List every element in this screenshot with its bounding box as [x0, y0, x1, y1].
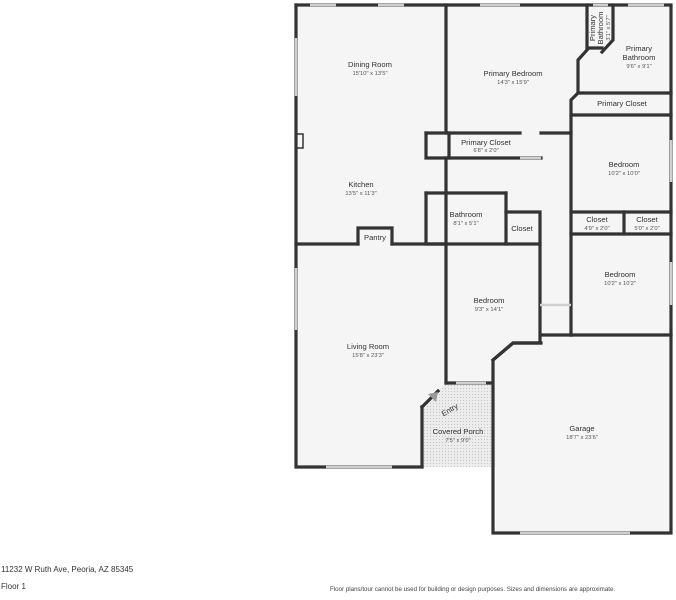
wall-bathroom: [424, 191, 448, 246]
primary-bathroom-name1: Primary: [626, 44, 652, 53]
primary-bathroom-small-name2: Bathroom: [596, 12, 605, 45]
living-room-dims: 15'8" x 23'3": [352, 353, 384, 359]
wall-primary-bath-small: [585, 3, 604, 50]
porch-floor: [422, 383, 491, 467]
wall-bedroom-center-right: [490, 242, 542, 363]
wall-primary-bath-inner: [599, 3, 615, 55]
closet-left-dims: 4'9" x 2'0": [584, 226, 609, 232]
primary-closet-center-name: Primary Closet: [461, 138, 512, 147]
primary-bathroom-dims: 9'6" x 9'1": [626, 64, 651, 70]
bedroom-center-name: Bedroom: [474, 296, 505, 305]
primary-bathroom-name2: Bathroom: [623, 53, 656, 62]
floor-label: Floor 1: [1, 582, 26, 591]
bathroom-dims: 8'1" x 5'1": [453, 221, 478, 227]
garage-name: Garage: [569, 424, 594, 433]
primary-bathroom-small-name1: Primary: [588, 15, 597, 41]
entry-arrow-icon: [428, 392, 438, 402]
primary-bathroom-small-label: Primary Bathroom 3'1" x 5'7": [588, 12, 612, 45]
bedroom-center-dims: 9'3" x 14'1": [475, 307, 504, 313]
fridge: [295, 133, 304, 149]
kitchen-name: Kitchen: [348, 180, 373, 189]
dining-room-name: Dining Room: [348, 60, 392, 69]
garage-floor: [493, 335, 671, 533]
primary-closet-right-name: Primary Closet: [597, 99, 648, 108]
wall-hall-closet: [504, 210, 542, 246]
closet-right-name: Closet: [636, 215, 658, 224]
primary-closet-center-dims: 6'8" x 2'0": [473, 148, 498, 154]
living-room-name: Living Room: [347, 342, 389, 351]
bedroom-upper-dims: 10'2" x 10'0": [608, 171, 640, 177]
bedroom-lower-name: Bedroom: [605, 270, 636, 279]
closet-hall-name: Closet: [511, 224, 533, 233]
bathroom-name: Bathroom: [450, 210, 483, 219]
wall-pantry: [356, 226, 394, 246]
wall-primary-bath: [576, 47, 590, 95]
closet-left-name: Closet: [586, 215, 608, 224]
closet-right-dims: 5'0" x 2'0": [634, 226, 659, 232]
disclaimer: Floor plans/tour cannot be used for buil…: [330, 586, 616, 593]
garage-dims: 18'7" x 23'6": [566, 435, 598, 441]
windows: [294, 3, 673, 535]
wall-center-closet: [424, 131, 543, 160]
covered-porch-name: Covered Porch: [433, 427, 484, 436]
pantry-name: Pantry: [364, 233, 386, 242]
primary-bedroom-name: Primary Bedroom: [483, 69, 542, 78]
bedroom-lower-dims: 10'2" x 10'2": [604, 281, 636, 287]
bedroom-upper-name: Bedroom: [609, 160, 640, 169]
outside-left-bottom: [296, 467, 496, 537]
primary-bedroom-dims: 14'3" x 15'9": [497, 80, 529, 86]
covered-porch-dims: 7'5" x 9'0": [445, 438, 470, 444]
wall-primary-closet-top: [569, 91, 673, 117]
dining-room-dims: 15'10" x 13'5": [352, 71, 387, 77]
primary-bathroom-small-dims: 3'1" x 5'7": [606, 15, 612, 40]
property-address: 11232 W Ruth Ave, Peoria, AZ 85345: [1, 565, 134, 574]
kitchen-dims: 13'5" x 11'3": [345, 191, 376, 197]
